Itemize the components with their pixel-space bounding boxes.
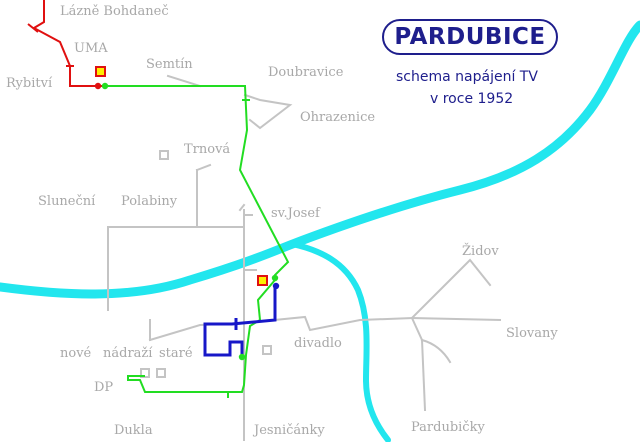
place-label-nadrazi: nádraží — [103, 346, 153, 361]
road — [238, 203, 246, 212]
blue-line — [203, 285, 277, 357]
building-marker — [159, 150, 169, 160]
road — [410, 316, 427, 412]
place-label-semtin: Semtín — [146, 57, 193, 72]
place-label-pardubicky: Pardubičky — [411, 420, 485, 435]
node-dot — [272, 282, 280, 290]
place-label-uma: UMA — [74, 41, 108, 56]
place-label-divadlo: divadlo — [294, 336, 342, 351]
map-title: PARDUBICE — [382, 19, 558, 55]
place-label-jesnicanky: Jesničánky — [254, 423, 325, 438]
red-line — [31, 0, 105, 87]
road — [166, 74, 202, 88]
blue-feeder — [203, 285, 277, 357]
road — [195, 163, 212, 172]
substations — [95, 66, 268, 286]
road — [410, 258, 492, 320]
node-dot — [94, 82, 102, 90]
building-marker — [156, 368, 166, 378]
place-label-slovany: Slovany — [506, 326, 558, 341]
place-label-trnova: Trnová — [184, 142, 231, 157]
green-line — [127, 279, 276, 393]
place-label-doubravice: Doubravice — [268, 65, 344, 80]
place-label-nove: nové — [60, 346, 92, 361]
place-label-stare: staré — [159, 346, 193, 361]
place-label-rybitvi: Rybitví — [6, 76, 53, 91]
place-label-zidov: Židov — [462, 244, 499, 259]
place-label-dp: DP — [94, 380, 114, 395]
place-label-dukla: Dukla — [114, 423, 153, 438]
map-subtitle-line1: schema napájení TV — [396, 69, 538, 85]
road — [243, 93, 293, 130]
red-feeder — [27, 0, 105, 87]
substation-center — [257, 275, 268, 286]
substation-uma — [95, 66, 106, 77]
rivers — [0, 20, 640, 442]
node-dot — [271, 274, 279, 282]
nodes — [94, 82, 280, 361]
node-dot — [238, 353, 246, 361]
road — [242, 315, 414, 332]
place-label-sv-josef: sv.Josef — [271, 206, 320, 221]
red-tick — [27, 23, 39, 33]
place-label-slunecni: Sluneční — [38, 194, 96, 209]
river-elbe — [0, 20, 640, 299]
road — [420, 338, 452, 364]
road — [148, 321, 246, 342]
building-marker — [262, 345, 272, 355]
place-label-lazne-bohdanec: Lázně Bohdaneč — [60, 4, 169, 19]
river-chrudimka — [289, 241, 391, 442]
place-label-polabiny: Polabiny — [121, 194, 178, 209]
road-network — [107, 74, 502, 441]
road — [410, 316, 502, 322]
map-subtitle-line2: v roce 1952 — [430, 91, 514, 107]
node-dot — [101, 82, 109, 90]
place-label-ohrazenice: Ohrazenice — [300, 110, 376, 125]
